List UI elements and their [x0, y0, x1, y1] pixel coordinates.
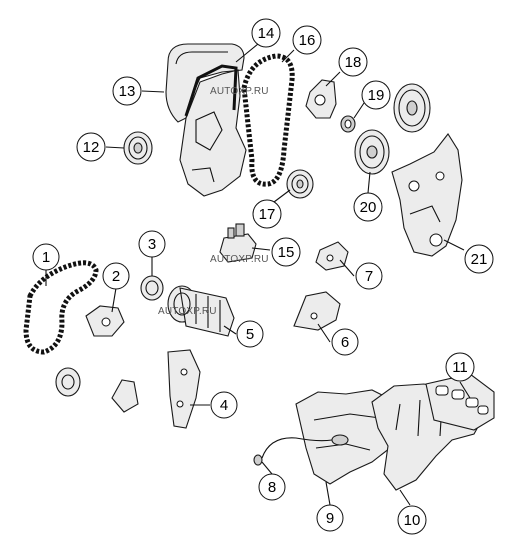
callout-19: 19: [361, 80, 391, 110]
callout-2: 2: [102, 262, 130, 290]
callout-label: 9: [326, 510, 334, 527]
callout-label: 5: [246, 326, 254, 343]
callout-label: 1: [42, 249, 50, 266]
long-support-bracket: [167, 349, 201, 429]
alternator: [167, 285, 235, 337]
callout-label: 7: [365, 268, 373, 285]
manifold-gasket: [425, 373, 495, 431]
callout-label: 4: [220, 397, 228, 414]
callout-label: 19: [368, 87, 385, 104]
belt-tensioner: [85, 305, 125, 337]
timing-cover-front: [179, 64, 247, 197]
tensioner-pulley: [286, 169, 314, 199]
accessory-belt: [23, 260, 99, 355]
callout-14: 14: [251, 18, 281, 48]
callout-label: 20: [360, 199, 377, 216]
belt-tensioner-bracket: [305, 79, 337, 119]
callout-label: 17: [259, 206, 276, 223]
callout-9: 9: [316, 504, 344, 532]
callout-1: 1: [32, 243, 60, 271]
callout-18: 18: [338, 47, 368, 77]
callout-label: 18: [345, 54, 362, 71]
callout-13: 13: [112, 76, 142, 106]
callout-17: 17: [252, 199, 282, 229]
callout-label: 12: [83, 139, 100, 156]
callout-6: 6: [331, 328, 359, 356]
timing-belt: [241, 53, 295, 187]
callout-label: 8: [268, 479, 276, 496]
watermark-lower: AUTOXP.RU: [158, 306, 217, 317]
callout-7: 7: [355, 262, 383, 290]
callout-11: 11: [445, 352, 475, 382]
engine-mount-bracket: [293, 291, 341, 331]
callout-label: 2: [112, 268, 120, 285]
callout-label: 3: [148, 236, 156, 253]
camshaft-sprocket: [393, 83, 431, 133]
callout-label: 6: [341, 334, 349, 351]
crankshaft-gear: [354, 129, 390, 175]
callout-3: 3: [138, 230, 166, 258]
callout-20: 20: [353, 192, 383, 222]
small-pulley: [140, 275, 164, 301]
accessory-bracket: [111, 379, 139, 413]
callout-8: 8: [258, 473, 286, 501]
callout-label: 21: [471, 251, 488, 268]
callout-12: 12: [76, 132, 106, 162]
crank-pulley-small: [55, 367, 81, 397]
oxygen-sensor: [253, 434, 349, 466]
callout-label: 11: [452, 359, 468, 376]
callout-10: 10: [397, 505, 427, 535]
callout-label: 13: [119, 83, 136, 100]
watermark-top: AUTOXP.RU: [210, 86, 269, 97]
idler-pulley: [123, 131, 153, 165]
small-seal: [340, 115, 356, 133]
callout-label: 16: [299, 32, 316, 49]
sensor-assembly: [219, 223, 257, 263]
callout-15: 15: [271, 237, 301, 267]
callout-label: 10: [404, 512, 421, 529]
leader-lines: [45, 43, 471, 506]
callout-5: 5: [236, 320, 264, 348]
callout-21: 21: [464, 244, 494, 274]
rear-timing-plate: [391, 133, 463, 257]
mount-bracket-small: [315, 241, 349, 271]
callout-16: 16: [292, 25, 322, 55]
callout-label: 14: [258, 25, 275, 42]
callout-label: 15: [278, 244, 295, 261]
callout-4: 4: [210, 391, 238, 419]
watermark-middle: AUTOXP.RU: [210, 254, 269, 265]
